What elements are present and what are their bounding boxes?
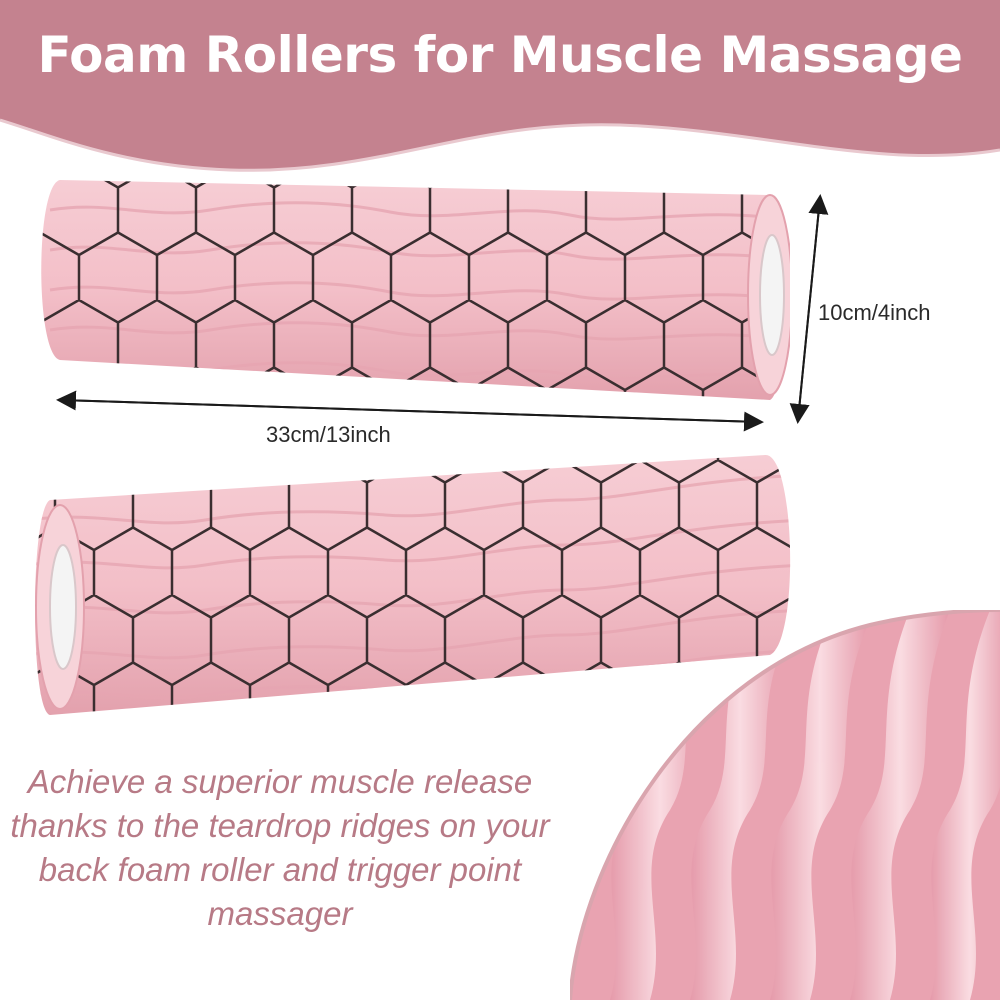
ridge-texture-closeup-image bbox=[570, 610, 1000, 1000]
page-title: Foam Rollers for Muscle Massage bbox=[37, 26, 963, 84]
length-dimension-label: 33cm/13inch bbox=[266, 422, 391, 447]
header-banner bbox=[0, 0, 1000, 172]
foam-roller-bottom-image bbox=[35, 454, 791, 716]
foam-roller-top-image bbox=[41, 180, 790, 400]
diameter-dimension-label: 10cm/4inch bbox=[818, 300, 931, 325]
product-description: Achieve a superior muscle release thanks… bbox=[10, 763, 550, 932]
